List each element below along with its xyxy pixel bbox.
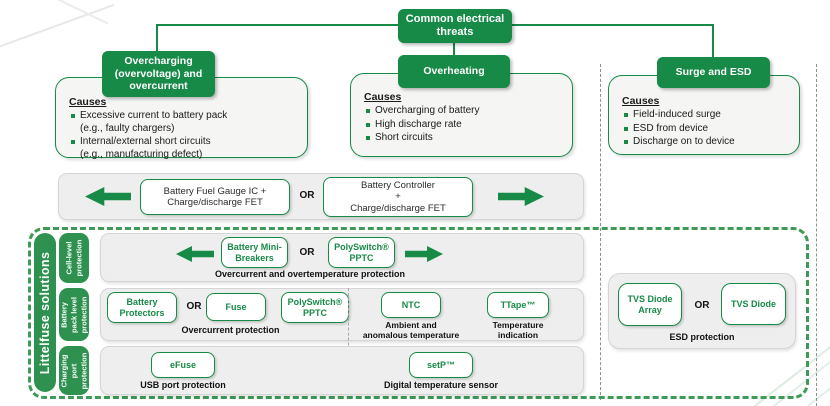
cause-item: Discharge on to device [622,136,793,149]
node-overheating-label: Overheating [423,65,485,78]
cause-item: Short circuits [364,132,564,145]
box-ttape: TTape™ [487,292,549,318]
caption-usb-port-protection: USB port protection [140,380,226,390]
solutions-dashed-border [28,227,809,399]
or-label: OR [299,247,315,258]
dashed-separator-right [816,64,817,406]
cause-item: Internal/external short circuits (e.g., … [69,136,299,161]
node-overcharging: Overcharging (overvoltage) and overcurre… [102,51,215,97]
node-overcharging-label: Overcharging (overvoltage) and overcurre… [114,55,203,93]
solutions-sidebar: Littelfuse solutions [34,233,56,392]
box-fuse: Fuse [206,293,266,321]
causes-card-surge-esd: Causes Field-induced surge ESD from devi… [608,75,800,155]
or-label: OR [186,301,202,312]
dashed-separator-left [600,64,601,400]
caption-esd-protection: ESD protection [669,332,735,342]
box-battery-protectors-label: Battery Protectors [119,296,165,318]
cause-item: Overcharging of battery [364,105,564,118]
node-common-threats: Common electrical threats [398,9,512,43]
solutions-sidebar-label: Littelfuse solutions [38,251,52,374]
or-label: OR [694,300,710,311]
connector-vertical-middle [453,42,455,56]
tab-battery-pack-label: Battery pack level protection [59,296,88,333]
connector-vertical-left [156,24,158,52]
tab-battery-pack: Battery pack level protection [59,288,89,341]
node-surge-esd: Surge and ESD [657,57,770,88]
causes-list: Field-induced surge ESD from device Disc… [622,109,793,149]
tab-cell-level-label: Cell-level protection [64,239,83,277]
watermark-line [0,3,115,51]
caption-ambient-temperature: Ambient and anomalous temperature [362,320,460,341]
tab-charging-port-label: Charging port protection [59,352,88,389]
box-setp: setP™ [409,352,473,378]
box-tvs-diode-array-label: TVS Diode Array [627,293,673,315]
box-battery-controller: Battery Controller + Charge/discharge FE… [323,177,473,217]
box-polyswitch-pptc-label: PolySwitch® PPTC [334,241,389,263]
causes-list: Overcharging of battery High discharge r… [364,105,564,145]
connector-vertical-right [712,24,714,58]
or-label: OR [299,190,315,201]
tab-charging-port: Charging port protection [59,346,89,395]
node-surge-esd-label: Surge and ESD [675,66,752,79]
caption-overcurrent-protection: Overcurrent protection [181,325,280,335]
box-ttape-label: TTape™ [500,299,536,310]
node-overheating: Overheating [398,55,510,88]
causes-list: Excessive current to battery pack (e.g.,… [69,110,299,161]
caption-temperature-indication: Temperature indication [492,320,544,341]
box-polyswitch-pptc-label: PolySwitch® PPTC [287,296,343,318]
cause-item: High discharge rate [364,119,564,132]
box-efuse: eFuse [151,352,215,378]
causes-heading: Causes [622,95,660,107]
box-battery-mini-breakers-label: Battery Mini- Breakers [227,241,282,263]
box-ntc: NTC [381,292,441,318]
node-common-threats-label: Common electrical threats [405,13,505,38]
cause-item: Field-induced surge [622,109,793,122]
box-tvs-diode: TVS Diode [721,283,786,325]
box-efuse-label: eFuse [169,359,196,370]
box-battery-fuel-gauge: Battery Fuel Gauge IC + Charge/discharge… [140,179,290,215]
dashed-divider-middle [348,288,349,395]
box-battery-protectors: Battery Protectors [107,292,177,323]
box-setp-label: setP™ [426,359,455,370]
causes-heading: Causes [364,91,402,103]
box-polyswitch-pptc: PolySwitch® PPTC [328,237,395,268]
box-battery-controller-label: Battery Controller + Charge/discharge FE… [350,180,446,214]
box-tvs-diode-label: TVS Diode [730,298,776,309]
box-battery-mini-breakers: Battery Mini- Breakers [221,237,288,268]
causes-heading: Causes [69,96,107,108]
box-tvs-diode-array: TVS Diode Array [618,283,682,326]
box-battery-fuel-gauge-label: Battery Fuel Gauge IC + Charge/discharge… [163,185,267,208]
caption-digital-temperature-sensor: Digital temperature sensor [383,380,499,390]
box-fuse-label: Fuse [225,301,247,312]
cause-item: Excessive current to battery pack (e.g.,… [69,110,299,135]
box-polyswitch-pptc: PolySwitch® PPTC [281,292,349,323]
cause-item: ESD from device [622,123,793,136]
caption-overcurrent-overtemp: Overcurrent and overtemperature protecti… [214,269,406,279]
box-ntc-label: NTC [401,299,421,310]
tab-cell-level: Cell-level protection [59,233,89,283]
